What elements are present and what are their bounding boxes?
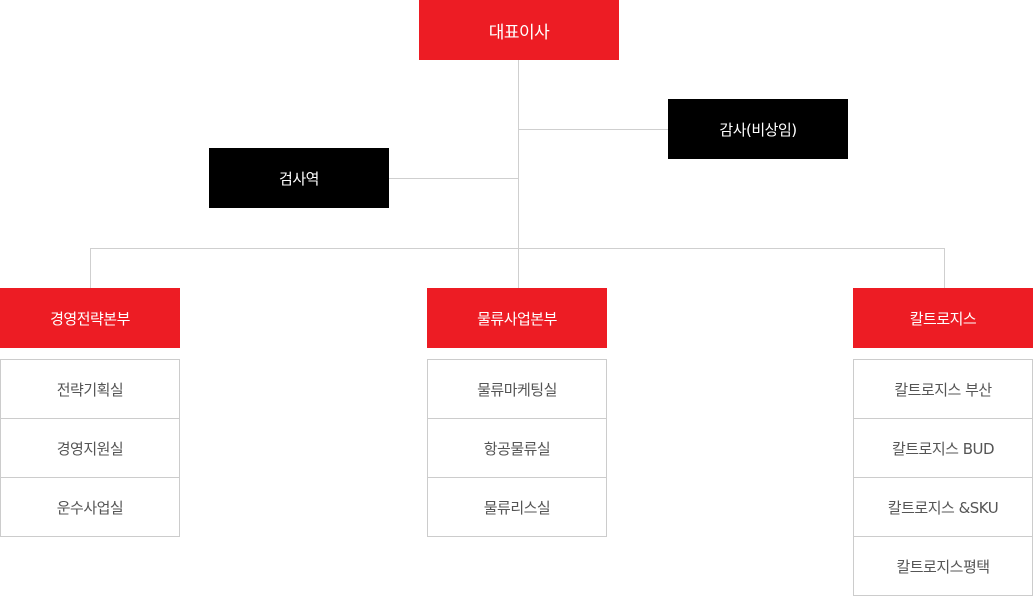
ceo-node: 대표이사 xyxy=(419,0,619,60)
auditor-node: 감사(비상임) xyxy=(668,99,848,159)
team-node: 칼트로지스 &SKU xyxy=(853,477,1033,537)
audit-role-node: 검사역 xyxy=(209,148,389,208)
team-node: 칼트로지스 부산 xyxy=(853,359,1033,419)
team-node: 전략기획실 xyxy=(0,359,180,419)
division-node: 경영전략본부 xyxy=(0,288,180,348)
division-node: 물류사업본부 xyxy=(427,288,607,348)
connector-line xyxy=(90,248,91,288)
connector-line xyxy=(518,129,668,130)
team-node: 운수사업실 xyxy=(0,477,180,537)
team-node: 물류리스실 xyxy=(427,477,607,537)
connector-line xyxy=(518,60,519,288)
connector-line xyxy=(944,248,945,288)
division-node: 칼트로지스 xyxy=(853,288,1033,348)
connector-line xyxy=(90,248,945,249)
team-node: 칼트로지스 BUD xyxy=(853,418,1033,478)
team-node: 항공물류실 xyxy=(427,418,607,478)
team-node: 물류마케팅실 xyxy=(427,359,607,419)
connector-line xyxy=(389,178,519,179)
team-node: 칼트로지스평택 xyxy=(853,536,1033,596)
team-node: 경영지원실 xyxy=(0,418,180,478)
